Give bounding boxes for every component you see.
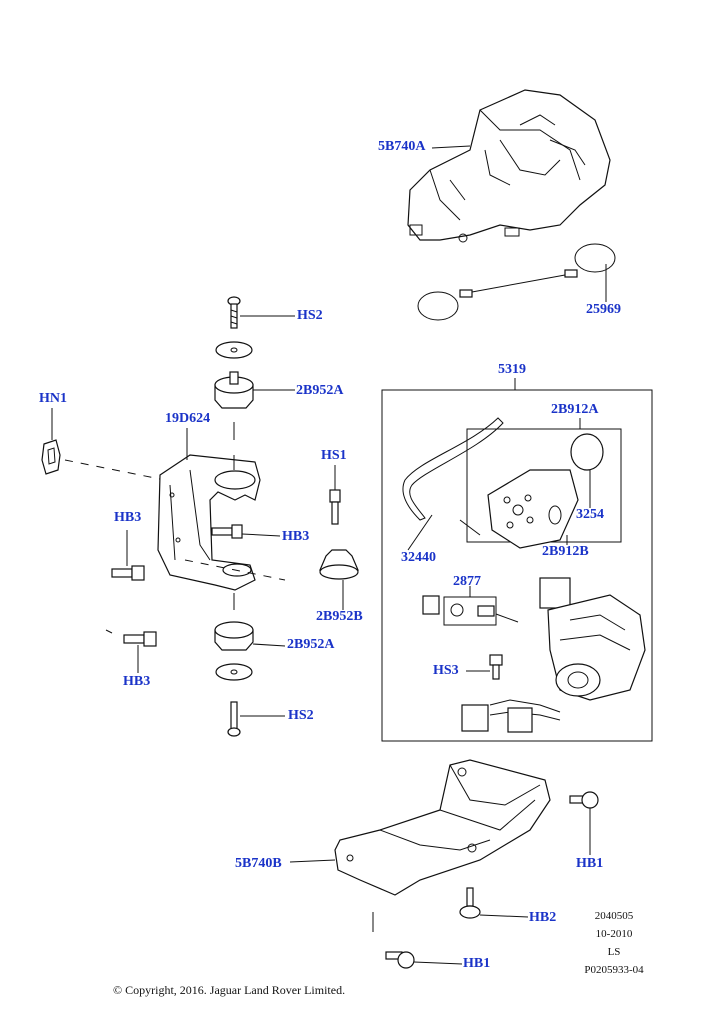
label-5B740A[interactable]: 5B740A [378,139,426,154]
label-2B952A-upper[interactable]: 2B952A [296,383,344,398]
bolt-hb2 [459,887,481,919]
bottom-tray-part [334,759,551,896]
label-HB1-right[interactable]: HB1 [576,856,604,871]
hose-part [402,417,504,521]
label-HB3-lower[interactable]: HB3 [123,674,151,689]
label-2B912A[interactable]: 2B912A [551,402,599,417]
label-2B952A-lower[interactable]: 2B952A [287,637,335,652]
bracket-part [157,454,261,591]
bump-stop-part [319,549,359,580]
label-HS2-upper[interactable]: HS2 [297,308,323,323]
cylinder-head-part [487,469,579,549]
bolt-hb3-upper [211,524,243,539]
compressor-part [539,577,646,701]
bolt-hb1-lower [385,951,415,969]
label-5B740B[interactable]: 5B740B [235,856,282,871]
valve-part [422,595,495,617]
bolt-hs1 [329,489,341,525]
bolt-hb1-right [569,791,599,809]
compressor-assembly-box [381,389,653,742]
label-2B952B[interactable]: 2B952B [316,609,363,624]
label-HB1-lower[interactable]: HB1 [463,956,491,971]
label-2877[interactable]: 2877 [453,574,481,589]
bolt-hb3-left [111,565,145,581]
meta-line-2: 10-2010 [595,928,633,940]
top-cover-part [407,89,611,243]
meta-line-1: 2040505 [594,910,634,922]
bolt-hb3-lower [123,631,157,647]
cable-part [417,243,616,321]
label-HB3-right[interactable]: HB3 [282,529,310,544]
label-HS2-lower[interactable]: HS2 [288,708,314,723]
diagram-meta: 2040505 10-2010 LS P0205933-04 [574,907,654,979]
label-25969[interactable]: 25969 [586,302,621,317]
label-32440[interactable]: 32440 [401,550,436,565]
label-HB3-left[interactable]: HB3 [114,510,142,525]
label-5319[interactable]: 5319 [498,362,526,377]
label-2B912B[interactable]: 2B912B [542,544,589,559]
meta-line-3: LS [607,946,621,958]
copyright-notice: © Copyright, 2016. Jaguar Land Rover Lim… [113,983,346,997]
meta-line-4: P0205933-04 [584,964,644,976]
seal-ring-part [570,433,604,471]
wiring-harness-part [461,699,561,733]
upper-mount-stack [214,296,254,409]
label-19D624[interactable]: 19D624 [165,411,211,426]
label-HS3[interactable]: HS3 [433,663,459,678]
lower-mount-stack [214,621,254,737]
clip-part [41,439,61,475]
label-3254[interactable]: 3254 [576,507,604,522]
label-HS1[interactable]: HS1 [321,448,347,463]
label-HN1[interactable]: HN1 [39,391,67,406]
label-HB2[interactable]: HB2 [529,910,557,925]
bolt-hs3 [489,654,503,680]
